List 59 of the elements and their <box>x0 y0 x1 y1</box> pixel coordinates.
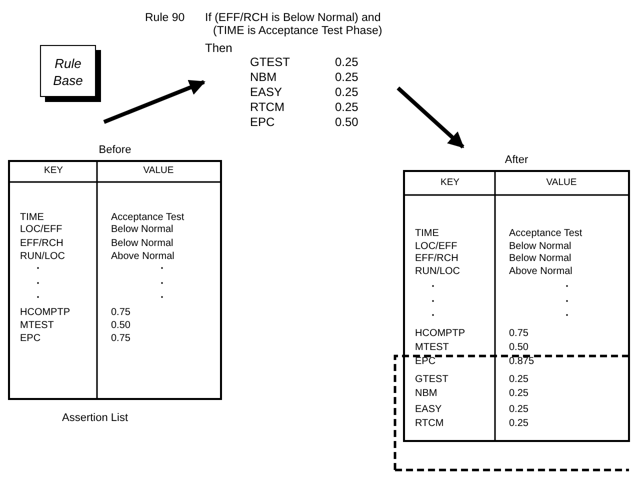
fact-key: RTCM <box>250 101 284 114</box>
fact-key: NBM <box>250 71 277 84</box>
table-caption: Assertion List <box>60 412 130 424</box>
value-cell: 0.25 <box>509 374 528 385</box>
fact-value: 0.50 <box>335 116 358 130</box>
value-cell: Acceptance Test <box>111 212 184 223</box>
fact-key: GTEST <box>250 56 290 70</box>
rule-base-label: Rule Base <box>52 56 84 90</box>
rule-number: Rule 90 <box>145 12 185 25</box>
value-cell: 0.25 <box>509 388 528 399</box>
fact-key: EPC <box>250 116 275 130</box>
key-cell: EFF/RCH <box>415 253 458 264</box>
value-cell: Below Normal <box>111 224 174 235</box>
value-cell: Below Normal <box>509 241 572 252</box>
value-cell: 0.875 <box>509 356 534 367</box>
fact-value: 0.25 <box>335 71 358 84</box>
key-cell: GTEST <box>415 374 448 385</box>
table-caption: After <box>504 154 530 166</box>
fact-value: 0.25 <box>335 101 358 114</box>
key-cell: TIME <box>20 212 44 223</box>
key-cell: RUN/LOC <box>20 251 66 262</box>
key-cell: NBM <box>415 388 438 399</box>
key-cell: LOC/EFF <box>415 241 458 252</box>
key-cell: EFF/RCH <box>20 238 64 249</box>
value-cell: Acceptance Test <box>509 228 582 239</box>
fact-value: 0.25 <box>335 86 358 100</box>
rule-condition: If (EFF/RCH is Below Normal) and (TIME is Acceptance Test Phase) <box>205 12 384 38</box>
value-cell: 0.75 <box>111 333 130 344</box>
value-cell: 0.25 <box>509 418 528 429</box>
value-cell: Above Normal <box>509 266 572 277</box>
then-keyword: Then <box>205 42 232 56</box>
key-cell: RUN/LOC <box>415 266 460 277</box>
key-cell: HCOMPTP <box>20 307 70 318</box>
key-cell: HCOMPTP <box>415 328 465 339</box>
value-cell: 0.75 <box>509 328 528 339</box>
value-cell: 0.25 <box>509 404 528 415</box>
value-cell: 0.50 <box>111 320 130 331</box>
column-header: KEY <box>42 166 64 176</box>
value-cell: 0.75 <box>111 307 130 318</box>
key-cell: RTCM <box>415 418 444 429</box>
key-cell: LOC/EFF <box>20 224 62 235</box>
key-cell: EPC <box>415 356 436 367</box>
fact-value: 0.25 <box>335 56 358 70</box>
table-caption: Before <box>98 144 132 156</box>
key-cell: MTEST <box>20 320 54 331</box>
value-cell: Below Normal <box>509 253 572 264</box>
column-header: VALUE <box>545 178 578 188</box>
key-cell: MTEST <box>415 342 449 353</box>
key-cell: TIME <box>415 228 439 239</box>
value-cell: 0.50 <box>509 342 528 353</box>
column-header: VALUE <box>142 166 175 176</box>
fact-key: EASY <box>250 86 282 100</box>
key-cell: EPC <box>20 333 41 344</box>
arrow <box>103 80 206 124</box>
value-cell: Above Normal <box>111 251 174 262</box>
column-header: KEY <box>439 178 460 188</box>
value-cell: Below Normal <box>111 238 174 249</box>
key-cell: EASY <box>415 404 442 415</box>
arrow <box>396 86 464 148</box>
